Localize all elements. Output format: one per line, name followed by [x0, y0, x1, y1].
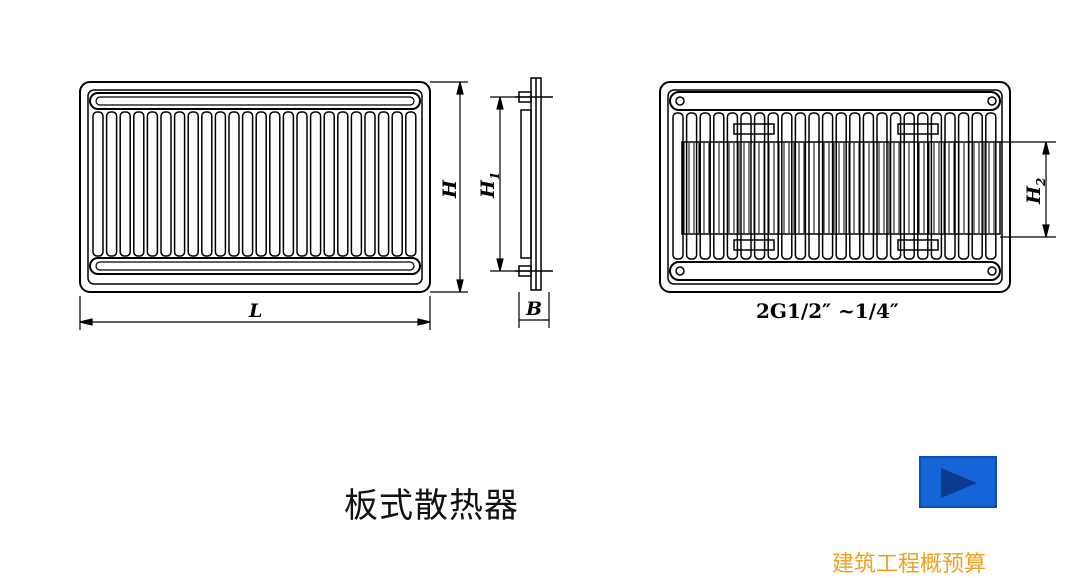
radiator-fin [685, 112, 698, 260]
radiator-fin [133, 111, 145, 257]
radiator-fin [971, 112, 983, 260]
radiator-fin [821, 112, 834, 260]
pipe-size-label: 2G1/2″ ~1/4″ [756, 299, 899, 323]
radiator-fin [323, 111, 335, 257]
radiator-fin [985, 112, 997, 260]
radiator-fin [930, 112, 943, 260]
label-L: L [248, 300, 262, 322]
radiator-fin [350, 111, 363, 257]
dimension-H1 [490, 96, 530, 272]
radiator-fin [119, 111, 131, 257]
radiator-fin [377, 111, 390, 257]
radiator-fin [699, 112, 711, 260]
front-view-2 [659, 81, 1011, 293]
dimension-H2 [1000, 141, 1056, 238]
label-B: B [525, 298, 542, 320]
radiator-fin [269, 111, 281, 257]
front-view [79, 81, 431, 293]
radiator-fin [364, 111, 376, 257]
radiator-fin [173, 111, 186, 257]
label-H2-sub: 2 [1034, 178, 1048, 187]
radiator-fin [201, 111, 213, 257]
radiator-fin [672, 112, 684, 260]
dimension-B [518, 292, 550, 328]
radiator-fin [767, 112, 779, 260]
label-H1-main: H [477, 179, 499, 199]
radiator-fin [160, 111, 172, 257]
radiator-fin [309, 111, 322, 257]
label-H1: H1 [477, 172, 502, 199]
radiator-fin [849, 112, 861, 260]
radiator-fin [835, 112, 847, 260]
radiator-fin [794, 112, 807, 260]
radiator-fin [781, 112, 793, 260]
right-tube-band [683, 143, 995, 233]
radiator-fin [187, 111, 199, 257]
radiator-fin [391, 111, 403, 257]
front-fins [92, 111, 417, 257]
radiator-fin [862, 112, 875, 260]
label-H2-main: H [1023, 185, 1045, 205]
radiator-diagram: L H H1 B [79, 77, 1056, 330]
dimension-H [430, 81, 468, 293]
radiator-fin [889, 112, 902, 260]
dimension-L [79, 296, 431, 330]
label-H1-sub: 1 [488, 172, 502, 180]
radiator-fin [944, 112, 956, 260]
label-H: H [439, 179, 461, 199]
right-clips [733, 123, 939, 251]
radiator-fin [255, 111, 267, 257]
radiator-fin [405, 111, 417, 257]
radiator-fin [146, 111, 159, 257]
radiator-fin [726, 112, 739, 260]
radiator-fin [214, 111, 227, 257]
radiator-fin [296, 111, 308, 257]
play-icon [941, 468, 977, 498]
play-button[interactable] [919, 456, 997, 508]
radiator-fin [228, 111, 240, 257]
radiator-fin [282, 111, 295, 257]
radiator-fin [876, 112, 888, 260]
footer-text: 建筑工程概预算 [832, 552, 987, 577]
diagram-caption: 板式散热器 [344, 486, 519, 526]
radiator-fin [740, 112, 752, 260]
radiator-fin [241, 111, 254, 257]
side-view [515, 77, 553, 291]
radiator-fin [92, 111, 104, 257]
radiator-fin [753, 112, 766, 260]
radiator-fin [337, 111, 349, 257]
radiator-fin [105, 111, 118, 257]
label-H2: H2 [1023, 178, 1048, 205]
radiator-fin [917, 112, 929, 260]
